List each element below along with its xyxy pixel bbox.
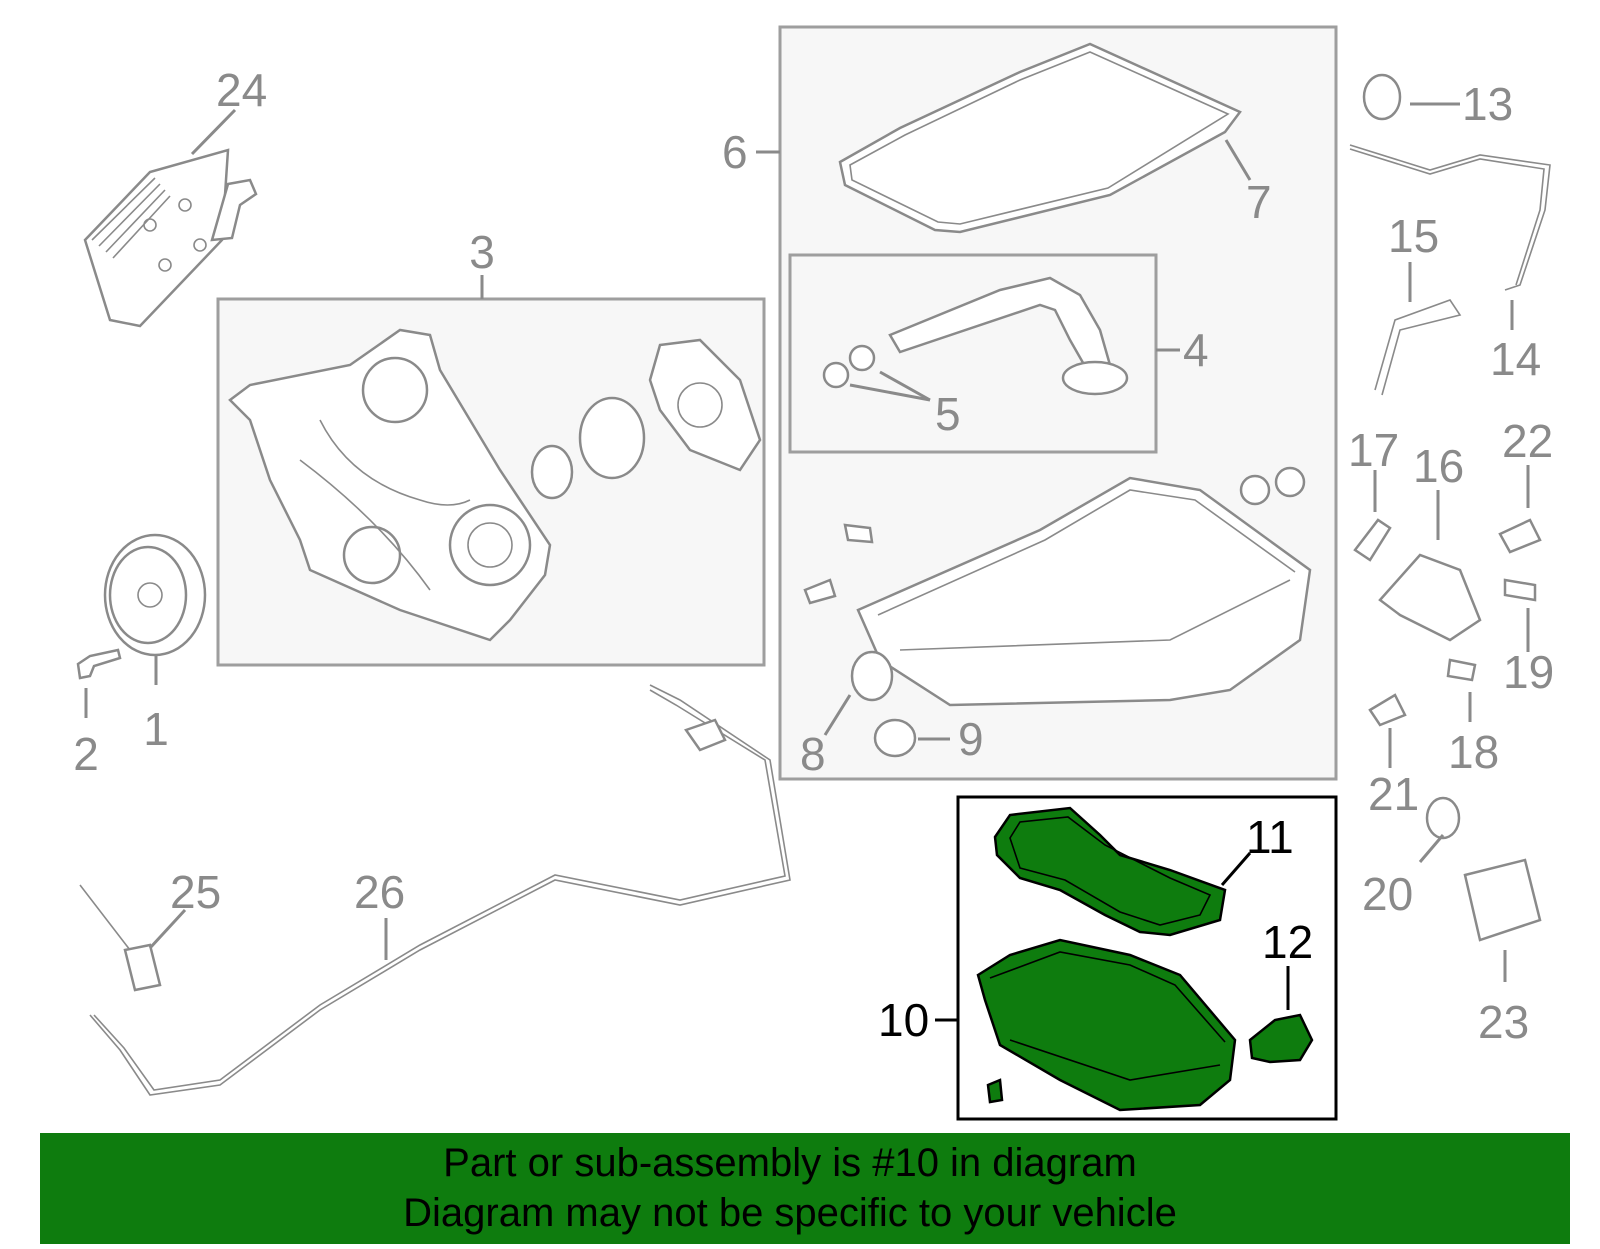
callout-21: 21 [1368, 768, 1419, 820]
callout-5: 5 [935, 388, 961, 440]
lower-oil-pan-gasket [993, 806, 1227, 937]
callout-numbers: 1 2 3 4 5 6 7 8 9 10 11 12 13 14 15 16 1… [73, 64, 1554, 1048]
callout-25: 25 [170, 866, 221, 918]
wiring-drawing [79, 684, 791, 1096]
callout-3: 3 [469, 226, 495, 278]
callout-16: 16 [1413, 440, 1464, 492]
callout-11: 11 [1246, 811, 1294, 863]
upper-oil-pan-drawing [803, 466, 1312, 758]
oil-cooler-drawing [83, 148, 258, 328]
oil-level-sensor [1248, 1013, 1314, 1064]
highlighted-parts [976, 806, 1314, 1112]
callout-24: 24 [216, 64, 267, 116]
leader-lines [84, 102, 1530, 1022]
callout-10: 10 [878, 994, 929, 1046]
callout-8: 8 [800, 728, 826, 780]
banner-line-2: Diagram may not be specific to your vehi… [403, 1191, 1177, 1235]
callout-7: 7 [1246, 176, 1272, 228]
callout-13: 13 [1462, 78, 1513, 130]
timing-cover-drawing [228, 328, 762, 642]
right-small-parts-drawing [1353, 518, 1542, 942]
oil-pan-gasket-drawing [838, 42, 1242, 234]
callout-23: 23 [1478, 996, 1529, 1048]
callout-26: 26 [354, 866, 405, 918]
drain-plug [986, 1078, 1004, 1104]
callout-19: 19 [1503, 646, 1554, 698]
callout-12: 12 [1262, 916, 1313, 968]
callout-14: 14 [1490, 333, 1541, 385]
banner-line-1: Part or sub-assembly is #10 in diagram [443, 1141, 1137, 1185]
pulley-drawing [76, 533, 207, 680]
dipstick-drawing [1349, 73, 1551, 396]
callout-18: 18 [1448, 726, 1499, 778]
callout-15: 15 [1388, 210, 1439, 262]
callout-6: 6 [722, 126, 748, 178]
callout-17: 17 [1348, 424, 1399, 476]
callout-1: 1 [143, 703, 169, 755]
callout-20: 20 [1362, 868, 1413, 920]
callout-22: 22 [1502, 415, 1553, 467]
callout-9: 9 [958, 713, 984, 765]
callout-2: 2 [73, 728, 99, 780]
info-banner: Part or sub-assembly is #10 in diagram D… [40, 1133, 1570, 1244]
oil-pickup-drawing [822, 276, 1129, 396]
callout-4: 4 [1183, 324, 1209, 376]
